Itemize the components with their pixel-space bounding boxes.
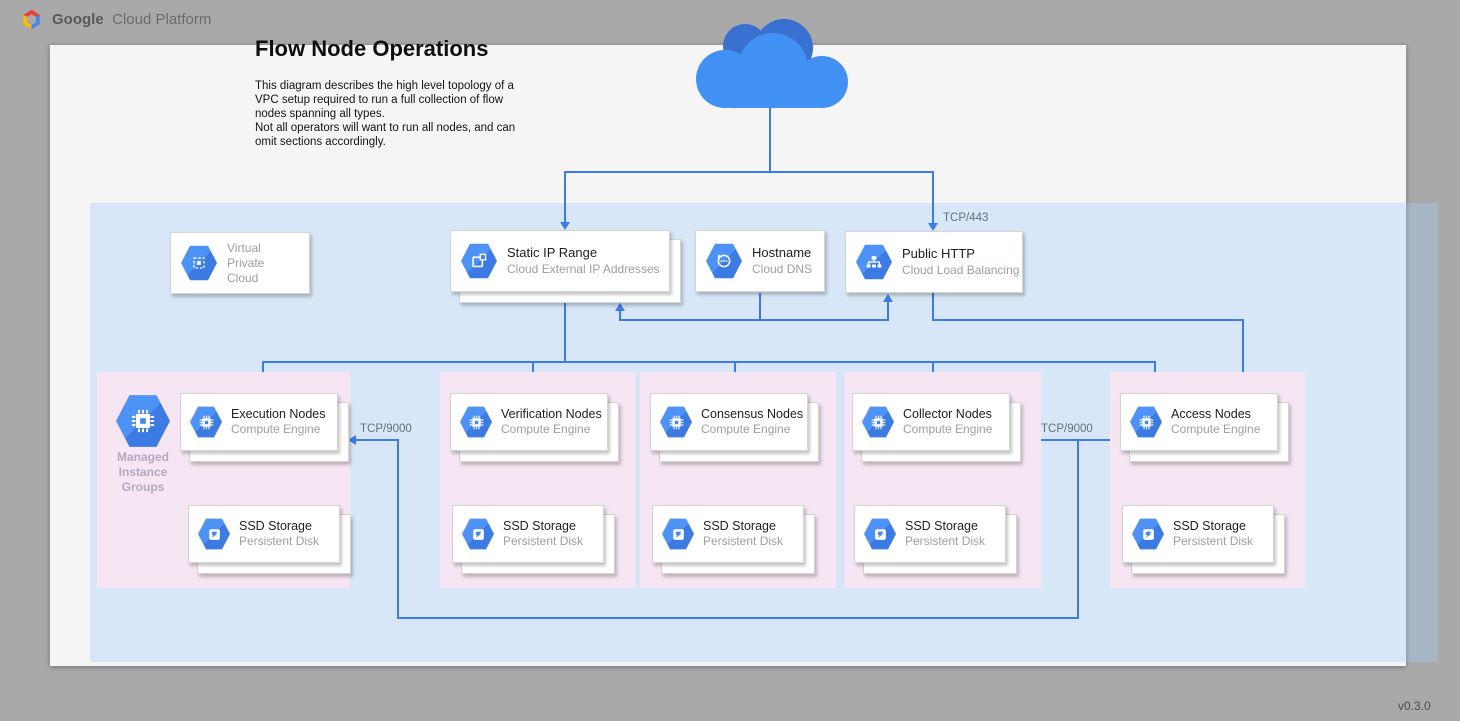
connector-bottom-route: [397, 617, 1079, 619]
node-subtitle: Compute Engine: [701, 422, 791, 437]
node-title: Execution Nodes: [231, 406, 326, 421]
connector-cloud-stem: [769, 108, 771, 172]
connector-to-load-balancer: [932, 171, 934, 224]
node-subtitle: Compute Engine: [903, 422, 993, 437]
ssd-title: SSD Storage: [239, 518, 312, 533]
ssd-title: SSD Storage: [703, 518, 776, 533]
page-title: Flow Node Operations: [255, 36, 489, 61]
compute-engine-icon: [660, 406, 692, 438]
connector-bottom-route: [397, 439, 399, 619]
persistent-disk-icon: [864, 518, 896, 550]
ssd-title: SSD Storage: [503, 518, 576, 533]
connector-dns-to-load-balancer: [887, 301, 889, 321]
node-title: Collector Nodes: [903, 406, 992, 421]
port-label-tcp443: TCP/443: [943, 212, 989, 224]
node-title: Consensus Nodes: [701, 406, 804, 421]
vpc-icon: [181, 245, 217, 281]
ssd-title: SSD Storage: [1173, 518, 1246, 533]
persistent-disk-icon: [1132, 518, 1164, 550]
compute-engine-icon: [190, 406, 222, 438]
ssd-subtitle: Persistent Disk: [905, 534, 986, 549]
connector-lb-horizontal: [932, 319, 1244, 321]
compute-engine-icon: [1130, 406, 1162, 438]
external-ip-icon: [461, 243, 497, 279]
persistent-disk-icon: [462, 518, 494, 550]
ssd-subtitle: Persistent Disk: [703, 534, 784, 549]
connector-dns-to-static-ip: [619, 310, 621, 321]
ssd-subtitle: Persistent Disk: [503, 534, 584, 549]
arrowhead: [928, 223, 938, 231]
arrowhead: [348, 435, 356, 445]
load-balancer-icon: [856, 244, 892, 280]
service-title: Public HTTP: [902, 246, 975, 262]
node-subtitle: Compute Engine: [231, 422, 321, 437]
connector-distribution-bus: [263, 361, 1156, 363]
service-subtitle: Cloud External IP Addresses: [507, 261, 660, 276]
arrowhead: [615, 303, 625, 311]
ssd-subtitle: Persistent Disk: [1173, 534, 1254, 549]
brand-google: Google: [52, 10, 104, 28]
connector-bottom-route: [1077, 439, 1079, 619]
node-subtitle: Compute Engine: [501, 422, 591, 437]
connector-top-split: [564, 171, 934, 173]
node-subtitle: Compute Engine: [1171, 422, 1261, 437]
connector-access-to-execution: [356, 439, 399, 441]
connector-access-to-collector: [1029, 439, 1121, 441]
description-paragraph: Not all operators will want to run all n…: [255, 122, 516, 148]
hostname-card: Hostname Cloud DNS: [695, 230, 825, 292]
service-title: Static IP Range: [507, 245, 598, 261]
public-http-card: Public HTTP Cloud Load Balancing: [845, 231, 1023, 293]
managed-instance-groups-label: Managed Instance Groups: [116, 450, 169, 494]
ssd-title: SSD Storage: [905, 518, 978, 533]
version-label: v0.3.0: [1398, 699, 1431, 713]
service-subtitle: Cloud DNS: [752, 261, 813, 276]
internet-cloud-icon: [681, 16, 866, 121]
service-subtitle: Cloud Load Balancing: [902, 262, 1020, 277]
gcp-logo-icon: [20, 8, 43, 31]
node-title: Verification Nodes: [501, 406, 602, 421]
vpc-card-label: Virtual Private Cloud: [227, 240, 265, 285]
vpc-card: Virtual Private Cloud: [170, 232, 310, 294]
connector-dns-stem: [759, 293, 761, 321]
persistent-disk-icon: [662, 518, 694, 550]
compute-engine-icon: [862, 406, 894, 438]
connector-dns-horizontal: [620, 319, 889, 321]
gcp-brand: Google Cloud Platform: [20, 8, 211, 31]
description-paragraph: This diagram describes the high level to…: [255, 80, 514, 120]
managed-instance-groups-icon: [116, 395, 170, 447]
connector-to-static-ip: [564, 171, 566, 223]
connector-static-ip-stem: [564, 296, 566, 363]
node-title: Access Nodes: [1171, 406, 1251, 421]
service-title: Hostname: [752, 245, 812, 261]
port-label-tcp9000: TCP/9000: [360, 423, 412, 435]
compute-engine-icon: [460, 406, 492, 438]
arrowhead: [560, 222, 570, 230]
arrowhead: [883, 294, 893, 302]
ssd-subtitle: Persistent Disk: [239, 534, 320, 549]
connector-lb-to-access: [1242, 319, 1244, 383]
port-label-tcp9000: TCP/9000: [1041, 423, 1093, 435]
connector-lb-stem: [932, 293, 934, 321]
static-ip-card: Static IP Range Cloud External IP Addres…: [450, 230, 670, 292]
persistent-disk-icon: [198, 518, 230, 550]
brand-cloud-platform: Cloud Platform: [112, 10, 212, 28]
dns-icon: [706, 243, 742, 279]
